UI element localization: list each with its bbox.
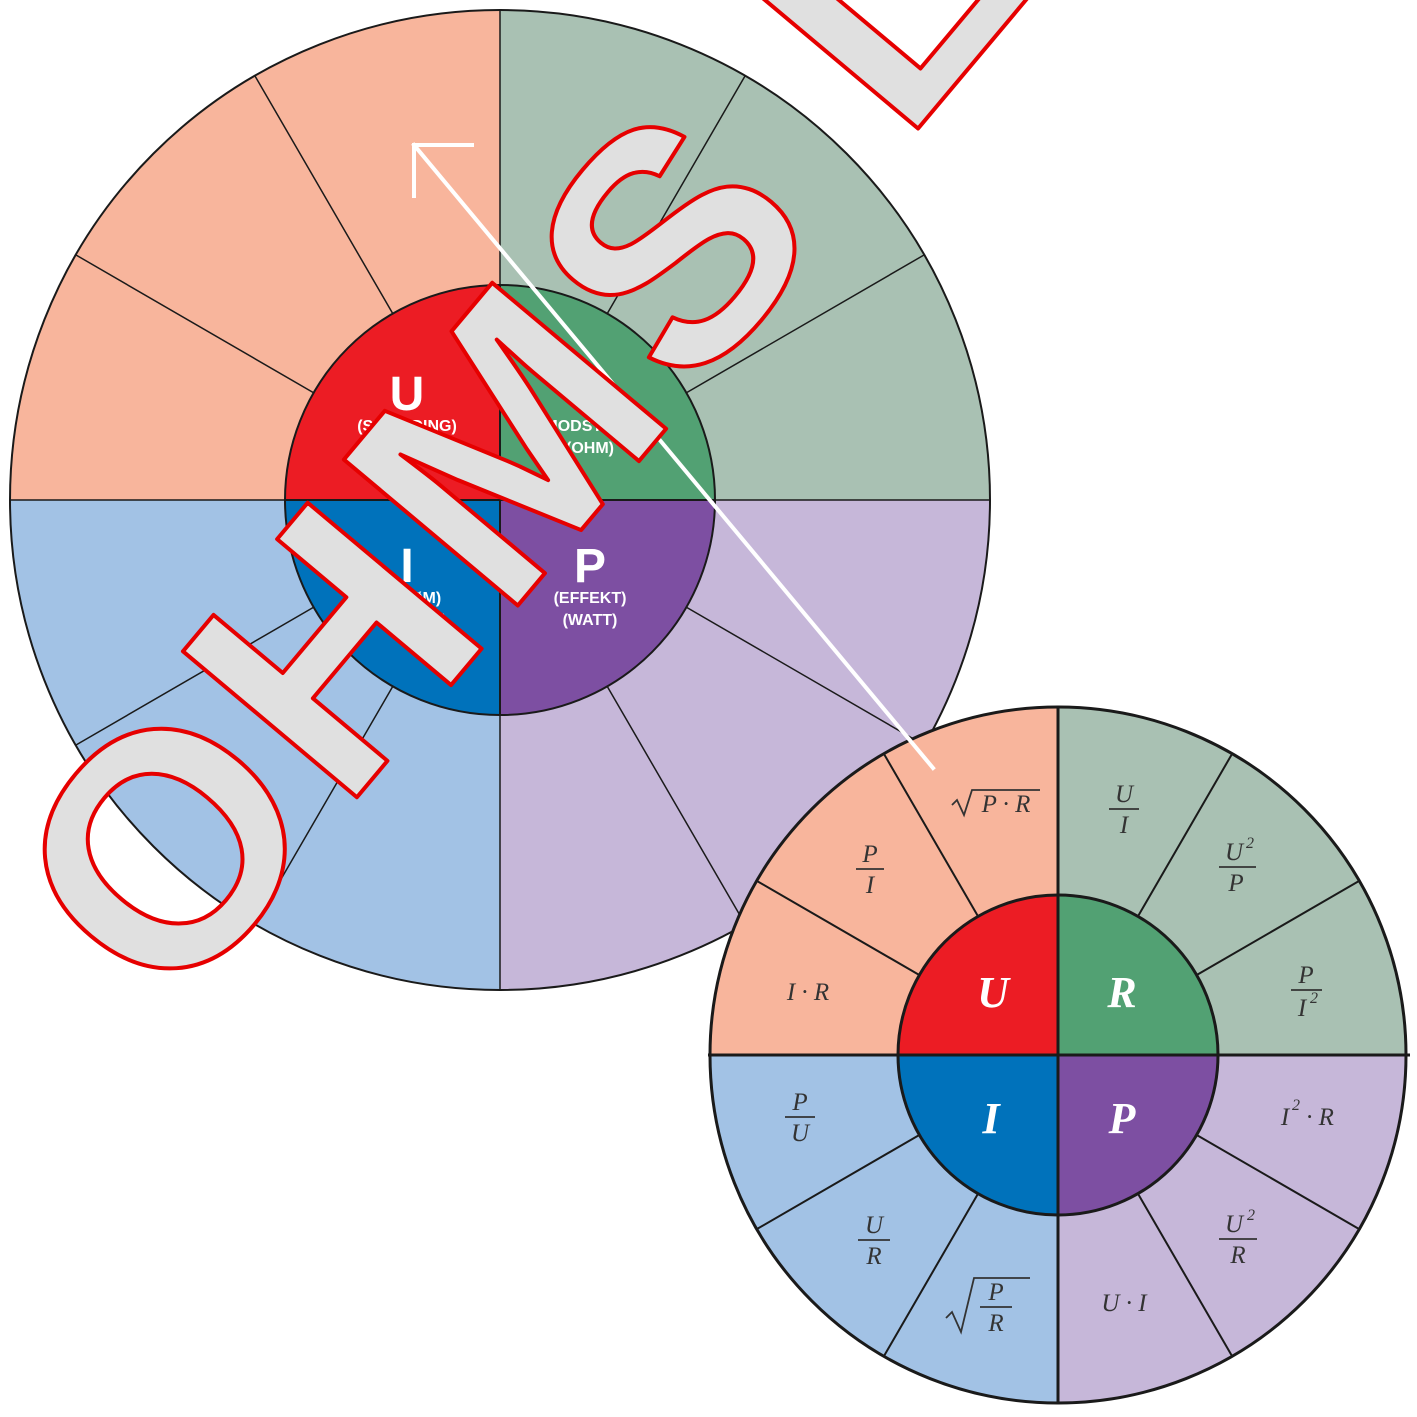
formula-u-sqrt-pr: P · R [951,789,1040,818]
formula-r-u-over-i: U I [1109,781,1139,839]
svg-text:R: R [1229,1242,1245,1269]
big-p-symbol: P [574,540,606,593]
svg-text:2: 2 [1246,835,1254,852]
small-wheel-u-inner [898,895,1058,1055]
big-p-name: (EFFEKT) [554,590,627,607]
big-i-symbol: I [400,540,413,593]
big-wheel: U (SPÆNDING) (VOLT) R (MODSTAND) (OHM) I… [9,9,991,991]
arrow [411,142,936,771]
formula-p-u-times-i: U · I [1101,1290,1148,1317]
formula-i-p-over-u: P U [785,1089,815,1147]
formula-i-u-over-r: U R [858,1212,890,1270]
svg-text:· R: · R [1306,1104,1334,1131]
small-wheel-spokes [756,753,1360,1357]
formula-u-i-times-r: I · R [786,979,829,1006]
small-r-symbol: R [1106,968,1136,1017]
small-wheel-r-inner [1058,895,1218,1055]
svg-text:P · R: P · R [981,791,1031,818]
watermark-ohms-lov: OHMS LOV [0,0,1270,1067]
big-r-symbol: R [573,368,608,421]
formula-u-p-over-i: P I [856,841,884,899]
svg-text:P: P [987,1279,1003,1306]
svg-text:I: I [1280,1104,1291,1131]
big-u-name: (SPÆNDING) [357,418,457,435]
big-wheel-spokes [10,10,990,990]
svg-text:U: U [1225,839,1245,866]
svg-text:R: R [987,1310,1003,1337]
svg-text:OHMS LOV: OHMS LOV [0,0,1270,1067]
svg-text:U: U [791,1120,811,1147]
small-u-symbol: U [977,968,1011,1017]
formula-i-sqrt-p-over-r: P R [945,1277,1030,1337]
svg-text:I: I [1297,995,1308,1022]
formula-r-p-over-i2: P I 2 [1291,962,1322,1022]
big-r-unit: (OHM) [566,440,614,457]
small-wheel-i-inner [898,1055,1058,1215]
svg-text:R: R [865,1243,881,1270]
big-wheel-p-inner [500,500,715,715]
svg-text:I: I [1119,812,1130,839]
svg-text:P: P [1297,962,1313,989]
svg-text:2: 2 [1310,990,1318,1007]
svg-text:P: P [861,841,877,868]
small-wheel: U R I P P · R P I I · R U I [708,705,1410,1405]
big-u-symbol: U [390,368,425,421]
small-p-symbol: P [1108,1094,1137,1143]
small-i-symbol: I [981,1094,1001,1143]
svg-text:U: U [865,1212,885,1239]
formula-p-u2-over-r: U 2 R [1219,1207,1257,1269]
big-r-name: (MODSTAND) [539,418,641,435]
big-wheel-r-inner [500,285,715,500]
svg-text:U: U [1115,781,1135,808]
svg-text:P: P [791,1089,807,1116]
big-i-name: (STRØM) [373,590,441,607]
big-wheel-i-inner [285,500,500,715]
svg-text:U: U [1225,1211,1245,1238]
big-wheel-u-inner [285,285,500,500]
svg-text:2: 2 [1292,1097,1300,1114]
big-p-unit: (WATT) [563,612,618,629]
svg-text:P: P [1227,870,1243,897]
small-wheel-p-inner [1058,1055,1218,1215]
big-i-unit: (AMPERE) [367,612,446,629]
formula-p-i2-times-r: I 2 · R [1280,1097,1334,1131]
svg-text:I: I [865,872,876,899]
formula-r-u2-over-p: U 2 P [1219,835,1256,897]
big-u-unit: (VOLT) [381,440,433,457]
svg-text:2: 2 [1247,1207,1255,1224]
